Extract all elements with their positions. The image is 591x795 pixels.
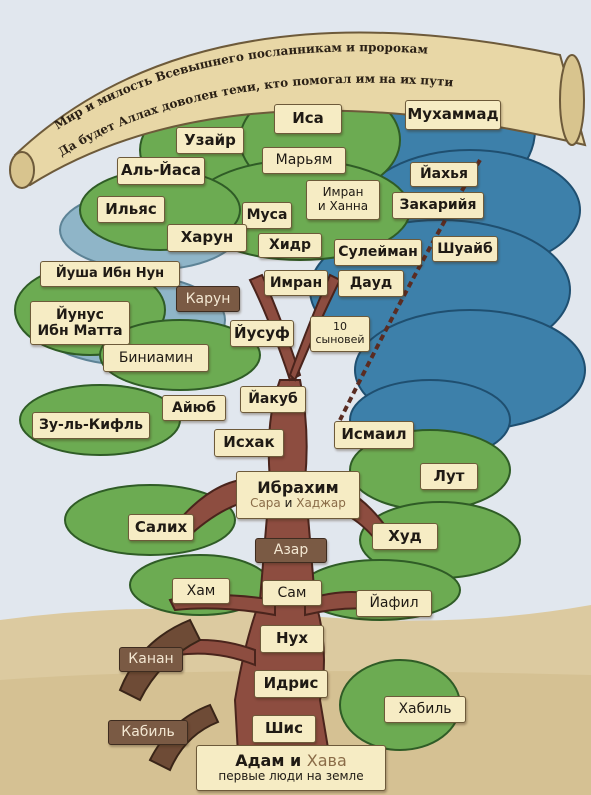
label-isa: Иса bbox=[274, 104, 342, 134]
label-nuh: Нух bbox=[260, 625, 324, 653]
name-hava: Хава bbox=[306, 750, 347, 770]
label-ayub: Айюб bbox=[162, 395, 226, 421]
name-sara: Сара bbox=[250, 496, 281, 511]
label-biniamin: Биниамин bbox=[103, 344, 209, 372]
label-shis: Шис bbox=[252, 715, 316, 743]
name-adam: Адам и bbox=[235, 750, 302, 770]
label-muhammad: Мухаммад bbox=[405, 100, 501, 130]
label-hidr: Хидр bbox=[258, 233, 322, 258]
first-people-caption: первые люди на земле bbox=[218, 769, 364, 784]
label-yusha: Йуша Ибн Нун bbox=[40, 261, 180, 287]
label-zul-kifl: Зу-ль-Кифль bbox=[32, 412, 150, 439]
label-harun: Харун bbox=[167, 224, 247, 252]
label-daud: Дауд bbox=[338, 270, 404, 297]
label-ibrahim: Ибрахим Сара и Хаджар bbox=[236, 471, 360, 519]
label-yusuf: Йусуф bbox=[230, 320, 294, 347]
label-hud: Худ bbox=[372, 523, 438, 550]
label-adam-hava: Адам и Хава первые люди на земле bbox=[196, 745, 386, 791]
label-salih: Салих bbox=[128, 514, 194, 541]
label-suleiman: Сулейман bbox=[334, 239, 422, 266]
label-yunus: Йунус Ибн Матта bbox=[30, 301, 130, 345]
label-yakub: Йакуб bbox=[240, 386, 306, 413]
label-ten-sons: 10 сыновей bbox=[310, 316, 370, 352]
label-al-yasa: Аль-Йаса bbox=[117, 157, 205, 185]
label-karun: Карун bbox=[176, 286, 240, 312]
label-sam: Сам bbox=[262, 580, 322, 606]
label-kabil: Кабиль bbox=[108, 720, 188, 745]
label-lut: Лут bbox=[420, 463, 478, 490]
label-ham: Хам bbox=[172, 578, 230, 604]
label-azar: Азар bbox=[255, 538, 327, 563]
label-habil: Хабиль bbox=[384, 696, 466, 723]
name-hajar: Хаджар bbox=[296, 496, 346, 511]
label-imran-hanna: Имран и Ханна bbox=[306, 180, 380, 220]
label-ismail: Исмаил bbox=[334, 421, 414, 449]
label-shuaib: Шуайб bbox=[432, 236, 498, 262]
wives-line: Сара и Хаджар bbox=[250, 496, 346, 511]
label-uzair: Узайр bbox=[176, 127, 244, 154]
name-ibrahim: Ибрахим bbox=[257, 477, 339, 497]
label-idris: Идрис bbox=[254, 670, 328, 698]
and-word: и bbox=[284, 496, 293, 511]
label-imran: Имран bbox=[264, 270, 328, 296]
label-zakariya: Закарийя bbox=[392, 192, 484, 219]
label-musa: Муса bbox=[242, 202, 292, 229]
label-yahya: Йахья bbox=[410, 162, 478, 187]
label-maryam: Марьям bbox=[262, 147, 346, 174]
label-ilyas: Ильяс bbox=[97, 196, 165, 223]
label-kanan: Канан bbox=[119, 647, 183, 672]
label-yafil: Йафил bbox=[356, 590, 432, 617]
label-ishak: Исхак bbox=[214, 429, 284, 457]
